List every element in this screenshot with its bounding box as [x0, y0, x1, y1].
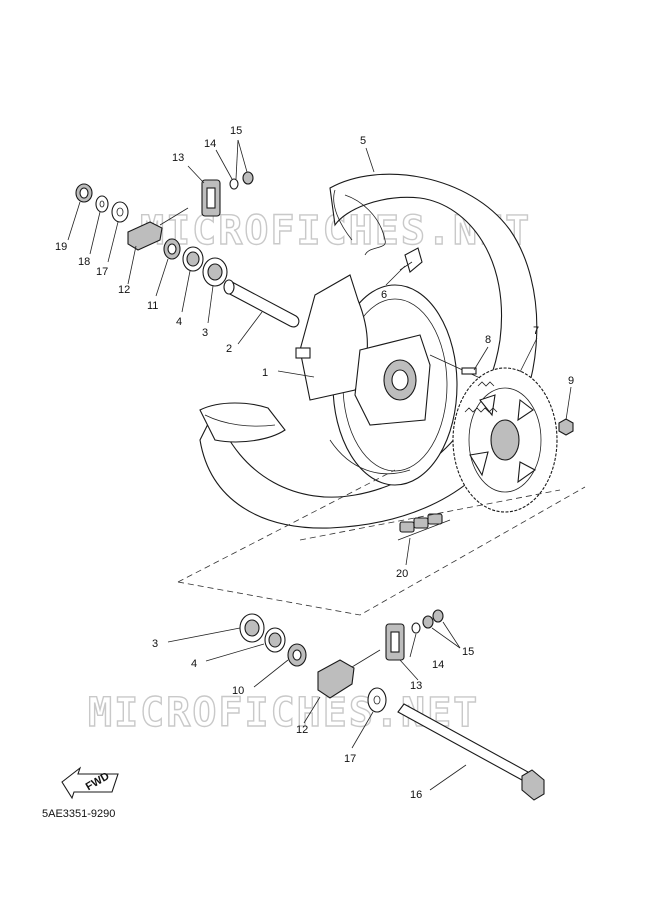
callout-11: 11 [147, 300, 158, 312]
washer-14-lower-part [411, 622, 421, 634]
callout-15-lower: 15 [462, 646, 474, 658]
bearing-3-part [202, 257, 228, 287]
callout-1: 1 [262, 367, 268, 379]
callout-3-upper: 3 [202, 327, 208, 339]
sprocket-part [452, 367, 558, 513]
callout-14-upper: 14 [204, 138, 216, 150]
callout-6: 6 [381, 289, 387, 301]
callout-15-upper: 15 [230, 125, 242, 137]
nut-15-part [242, 171, 254, 185]
chain-part [397, 513, 451, 541]
washer-17-lower-part [367, 687, 387, 713]
callout-5: 5 [360, 135, 366, 147]
axle-16-part [397, 703, 545, 801]
tire-part [199, 173, 538, 529]
guide-line [177, 469, 396, 583]
nut-15-lower-part [422, 609, 444, 629]
puller-13-lower-part [385, 623, 405, 661]
wheel-hub-part [295, 274, 458, 486]
callout-4-lower: 4 [191, 658, 197, 670]
callout-20: 20 [396, 568, 408, 580]
fwd-arrow-icon: FWD [61, 766, 119, 800]
sprocket-nut-part [558, 418, 574, 436]
collar-11-part [163, 238, 181, 260]
callout-14-lower: 14 [432, 659, 444, 671]
leader-lines [67, 139, 572, 791]
nut-19-part [75, 183, 93, 203]
oil-seal-4-lower-part [264, 627, 286, 653]
callout-2: 2 [226, 343, 232, 355]
callout-10: 10 [232, 685, 244, 697]
callout-8: 8 [485, 334, 491, 346]
washer-17-part [111, 201, 129, 223]
callout-labels: 1 2 3 4 11 12 17 18 19 13 14 15 5 6 7 8 … [55, 125, 574, 801]
callout-7: 7 [533, 325, 539, 337]
callout-17-upper: 17 [96, 266, 108, 278]
diagram-code: 5AE3351-9290 [42, 808, 116, 820]
washer-18-part [95, 195, 109, 213]
adjuster-12-lower-part [317, 649, 381, 699]
stud-bolt-part [429, 354, 498, 413]
callout-19: 19 [55, 241, 67, 253]
callout-12-upper: 12 [118, 284, 130, 296]
guide-line [299, 489, 561, 541]
callout-13-upper: 13 [172, 152, 184, 164]
adjuster-12-part [127, 207, 189, 251]
bearing-3-lower-part [239, 613, 265, 643]
callout-3-lower: 3 [152, 638, 158, 650]
callout-16: 16 [410, 789, 422, 801]
washer-14-part [229, 178, 239, 190]
collar-10-part [287, 643, 307, 667]
callout-17-lower: 17 [344, 753, 356, 765]
callout-13-lower: 13 [410, 680, 422, 692]
puller-13-part [201, 179, 221, 217]
oil-seal-4-part [182, 246, 204, 272]
callout-18: 18 [78, 256, 90, 268]
callout-12-lower: 12 [296, 724, 308, 736]
guide-line [177, 486, 586, 616]
callout-9: 9 [568, 375, 574, 387]
spacer-2-part [223, 279, 300, 328]
callout-4-upper: 4 [176, 316, 182, 328]
